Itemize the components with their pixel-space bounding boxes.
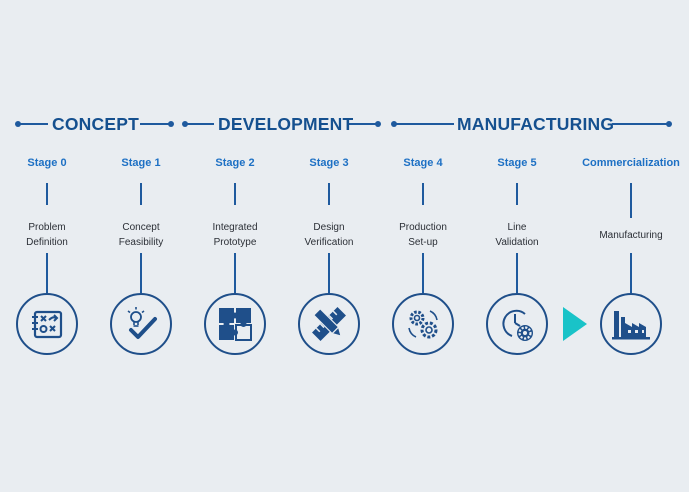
stage-icon-circle	[486, 293, 548, 355]
gears-icon	[408, 310, 438, 339]
desc-line: Definition	[26, 237, 68, 248]
desc-line: Validation	[495, 237, 539, 248]
stage-description: Manufacturing	[599, 228, 662, 243]
lightbulb-check-icon	[127, 307, 157, 339]
stage-icon-circle	[204, 293, 266, 355]
phase-line	[185, 123, 214, 125]
stage-icon-circle	[16, 293, 78, 355]
stage-description: Integrated Prototype	[212, 220, 257, 250]
stage-icon-circle	[392, 293, 454, 355]
desc-line: Verification	[304, 237, 354, 248]
stage-label: Commercialization	[582, 157, 680, 169]
stage-label: Stage 5	[497, 157, 537, 169]
stage-label: Stage 0	[27, 157, 67, 169]
problem-definition-icon	[32, 310, 63, 339]
connector-line	[516, 253, 518, 293]
stage-label: Stage 4	[403, 157, 443, 169]
desc-line: Manufacturing	[599, 230, 663, 241]
desc-line: Design	[313, 222, 345, 233]
clock-gear-icon	[502, 309, 533, 341]
phase-dot	[168, 121, 174, 127]
connector-line	[422, 253, 424, 293]
connector-line	[140, 183, 142, 205]
stage-description: Line Validation	[495, 220, 538, 250]
desc-line: Set-up	[408, 237, 438, 248]
desc-line: Line	[507, 222, 527, 233]
pencil-ruler-icon	[312, 307, 346, 341]
phase-line	[612, 123, 668, 125]
connector-line	[46, 183, 48, 205]
factory-icon	[612, 311, 650, 340]
stage-description: Concept Feasibility	[119, 220, 163, 250]
stage-icon-circle	[298, 293, 360, 355]
stage-label: Stage 1	[121, 157, 161, 169]
phase-title-concept: CONCEPT	[52, 114, 139, 134]
puzzle-icon	[219, 308, 252, 341]
desc-line: Feasibility	[118, 237, 164, 248]
stage-label: Stage 2	[215, 157, 255, 169]
desc-line: Prototype	[213, 237, 257, 248]
phase-line	[140, 123, 170, 125]
stage-description: Production Set-up	[399, 220, 447, 250]
phase-line	[18, 123, 48, 125]
connector-line	[422, 183, 424, 205]
desc-line: Integrated	[212, 222, 258, 233]
play-arrow-icon	[563, 307, 587, 341]
phase-dot	[666, 121, 672, 127]
phase-line	[394, 123, 454, 125]
desc-line: Problem	[28, 222, 66, 233]
connector-line	[140, 253, 142, 293]
stage-description: Design Verification	[305, 220, 354, 250]
phase-title-development: DEVELOPMENT	[218, 114, 354, 134]
connector-line	[46, 253, 48, 293]
stage-label: Stage 3	[309, 157, 349, 169]
phase-dot	[375, 121, 381, 127]
connector-line	[630, 253, 632, 293]
desc-line: Production	[399, 222, 447, 233]
connector-line	[328, 253, 330, 293]
phase-title-manufacturing: MANUFACTURING	[457, 114, 615, 134]
connector-line	[234, 183, 236, 205]
connector-line	[328, 183, 330, 205]
connector-line	[234, 253, 236, 293]
stage-description: Problem Definition	[26, 220, 68, 250]
connector-line	[516, 183, 518, 205]
connector-line	[630, 183, 632, 218]
desc-line: Concept	[122, 222, 160, 233]
stage-icon-circle	[600, 293, 662, 355]
stage-icon-circle	[110, 293, 172, 355]
phase-line	[349, 123, 377, 125]
